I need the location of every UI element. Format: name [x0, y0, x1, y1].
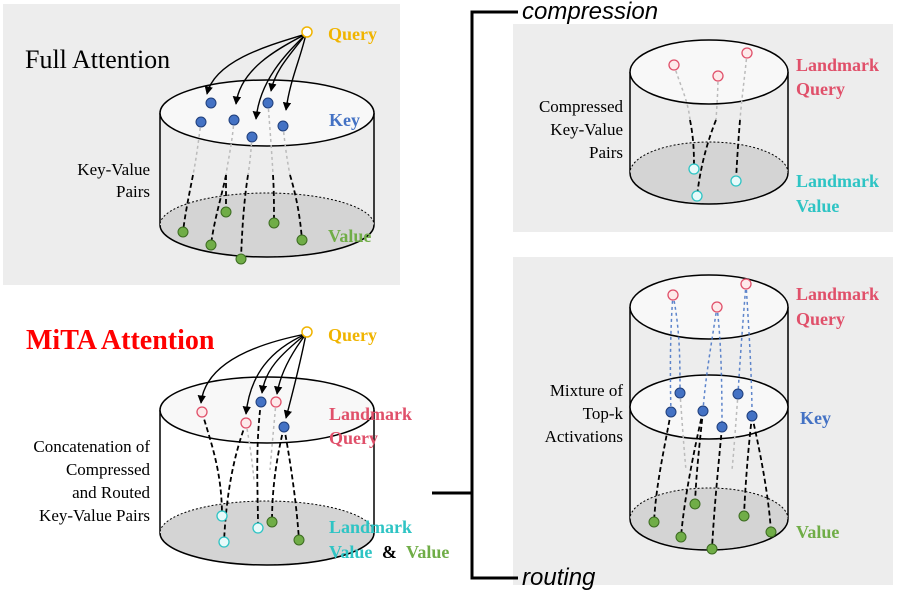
compression-lv-label-2: Value — [796, 196, 839, 216]
fa-grey-links — [192, 102, 291, 176]
mita-query-label: Query — [328, 325, 377, 345]
mita-landmark-query-label-1: Landmark — [329, 404, 412, 424]
fa-query-arrows — [204, 33, 307, 120]
fa-kv-label-2: Pairs — [116, 182, 150, 201]
compression-kv-label-3: Pairs — [589, 143, 623, 162]
compression-heading: compression — [522, 0, 658, 25]
fa-key-nodes — [195, 97, 289, 143]
mita-ampersand: & — [382, 542, 397, 562]
fa-query-label: Query — [328, 24, 377, 44]
compression-kv-label-1: Compressed — [539, 97, 624, 116]
compression-landmark-value-nodes — [688, 163, 742, 202]
mita-landmark-query-label-2: Query — [329, 428, 378, 448]
routing-key-nodes — [665, 387, 758, 433]
mita-cylinder — [159, 376, 375, 566]
routing-value-nodes — [648, 498, 777, 555]
routing-key-label: Key — [800, 408, 831, 428]
compression-cylinder — [629, 39, 789, 205]
mita-kv-label-3: and Routed — [72, 483, 150, 502]
routing-mix-label-3: Activations — [545, 427, 623, 446]
compression-grey-links — [673, 52, 748, 121]
mita-landmark-label: Landmark — [329, 517, 412, 537]
mita-value-nodes — [266, 516, 305, 546]
routing-heading: routing — [522, 564, 596, 591]
routing-top-links — [669, 283, 753, 428]
fa-value-nodes — [177, 206, 308, 265]
compression-lq-label-2: Query — [796, 79, 845, 99]
mita-value-label-line: Value & Value — [329, 542, 449, 562]
compression-landmark-query-nodes — [668, 47, 753, 82]
routing-lq-label-2: Query — [796, 309, 845, 329]
fa-title: Full Attention — [25, 45, 170, 74]
bracket — [432, 10, 518, 580]
fa-kv-label-1: Key-Value — [77, 160, 150, 179]
mita-kv-label-2: Compressed — [66, 460, 151, 479]
routing-grey-links — [679, 392, 739, 471]
compression-lv-label-1: Landmark — [796, 171, 879, 191]
routing-mix-label-2: Top-k — [583, 404, 624, 423]
routing-mix-label-1: Mixture of — [550, 381, 624, 400]
mita-landmark-value-text: Value — [329, 542, 372, 562]
routing-lq-label-1: Landmark — [796, 284, 879, 304]
mita-query-arrows — [197, 333, 307, 419]
routing-cylinder — [629, 274, 789, 551]
mita-kv-label-4: Key-Value Pairs — [39, 506, 150, 525]
mita-landmark-value-nodes — [216, 510, 264, 548]
fa-value-label: Value — [328, 226, 371, 246]
mita-kv-label-1: Concatenation of — [33, 437, 150, 456]
fa-query-node — [301, 26, 313, 38]
mita-value-text: Value — [406, 542, 449, 562]
fa-key-label: Key — [329, 110, 360, 130]
mita-query-node — [301, 326, 313, 338]
routing-landmark-query-nodes — [667, 278, 752, 313]
compression-lq-label-1: Landmark — [796, 55, 879, 75]
mita-grey-links — [245, 401, 277, 481]
compression-kv-label-2: Key-Value — [550, 120, 623, 139]
routing-value-links — [653, 410, 772, 550]
mita-key-nodes — [255, 396, 290, 433]
routing-key-plane — [629, 374, 789, 440]
mita-landmark-query-nodes — [196, 396, 282, 429]
mita-title: MiTA Attention — [26, 325, 215, 356]
mita-dashed-links — [201, 401, 300, 543]
routing-value-label: Value — [796, 522, 839, 542]
